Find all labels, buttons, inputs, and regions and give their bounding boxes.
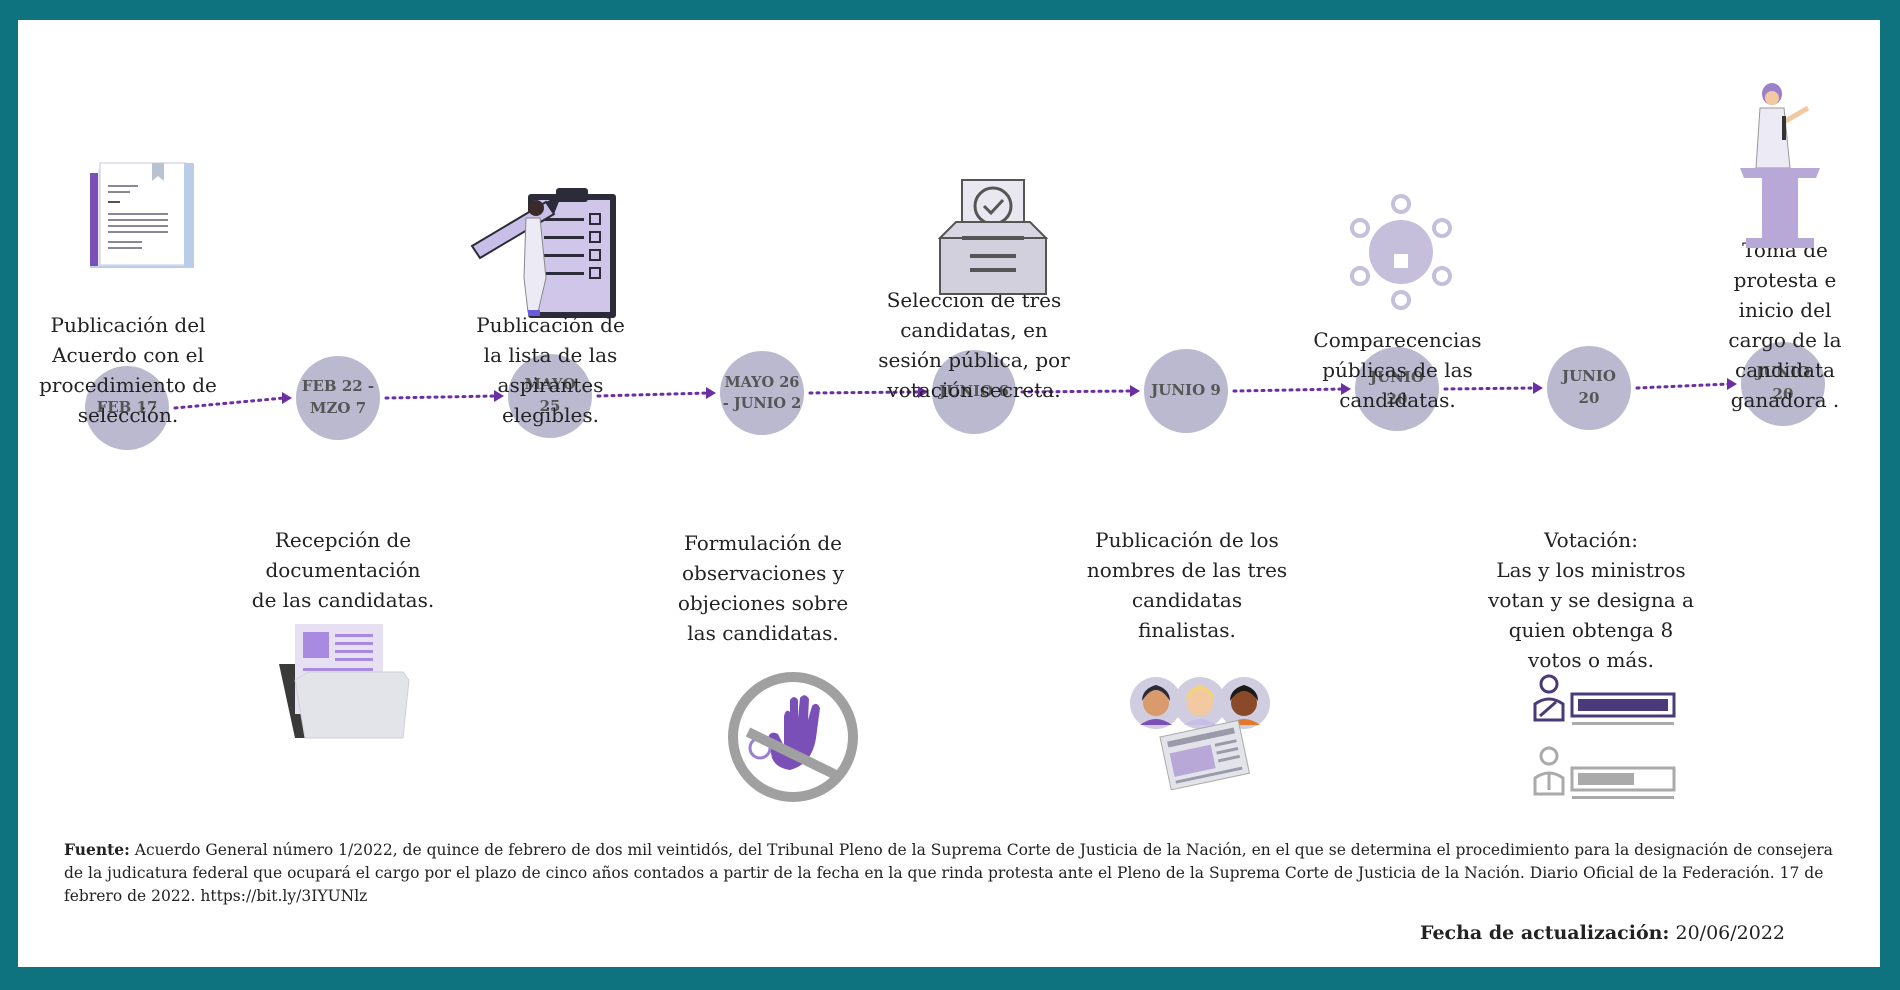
- arrow-head: [282, 392, 292, 404]
- arrow-head: [1130, 385, 1140, 397]
- date-node-2: FEB 22 - MZO 7: [296, 356, 380, 440]
- update-date: Fecha de actualización: 20/06/2022: [1420, 922, 1785, 944]
- step-label-4: Formulación de observaciones y objecione…: [677, 531, 849, 645]
- vote-results-icon: [1533, 674, 1676, 799]
- arrow-head: [1533, 382, 1543, 394]
- timeline-connector: [1635, 382, 1731, 390]
- timeline-connector: [173, 396, 286, 410]
- timeline-connector: [1232, 387, 1345, 393]
- date-node-4: MAYO 26 - JUNIO 2: [720, 351, 804, 435]
- step-label-3: Publicación de la lista de las aspirante…: [476, 313, 625, 427]
- source-note: Fuente: Acuerdo General número 1/2022, d…: [64, 838, 1854, 908]
- document-icon: [90, 162, 194, 268]
- content-panel: FEB 17 FEB 22 - MZO 7 MAYO 25 MAYO 26 - …: [18, 20, 1880, 967]
- podium-speaker-icon: [1740, 83, 1820, 248]
- source-text: Acuerdo General número 1/2022, de quince…: [64, 841, 1833, 905]
- date-node-1: FEB 17: [85, 366, 169, 450]
- timeline-connector: [808, 390, 922, 395]
- step-label-8: Votación: Las y los ministros votan y se…: [1488, 528, 1694, 672]
- finalists-newspaper-icon: [1130, 677, 1270, 791]
- arrow-head: [1341, 383, 1351, 395]
- meeting-table-icon: [1350, 194, 1452, 310]
- step-label-5: Selección de tres candidatas, en sesión …: [878, 288, 1070, 402]
- date-node-7: JUNIO 20: [1355, 347, 1439, 431]
- step-label-6: Publicación de los nombres de las tres c…: [1086, 528, 1288, 642]
- stop-hand-icon: [728, 672, 858, 802]
- update-date-value: 20/06/2022: [1669, 922, 1786, 944]
- arrow-head: [1727, 378, 1737, 390]
- timeline-connector: [1443, 386, 1537, 391]
- date-node-3: MAYO 25: [508, 354, 592, 438]
- folder-icon: [279, 624, 410, 739]
- timeline-connector: [596, 391, 710, 398]
- step-label-7: Comparecencias públicas de las candidata…: [1313, 328, 1482, 412]
- timeline-connector: [384, 394, 498, 400]
- step-label-2: Recepción de documentación de las candid…: [251, 528, 435, 612]
- arrow-head: [706, 387, 716, 399]
- arrow-head: [494, 390, 504, 402]
- ballot-box-icon: [938, 179, 1048, 295]
- date-node-5: JUNIO 6: [932, 350, 1016, 434]
- update-date-label: Fecha de actualización:: [1420, 922, 1670, 944]
- arrow-head: [918, 386, 928, 398]
- date-node-6: JUNIO 9: [1144, 349, 1228, 433]
- date-node-8: JUNIO 20: [1547, 346, 1631, 430]
- timeline-connector: [1020, 389, 1134, 394]
- step-label-9: Toma de protesta e inicio del cargo de l…: [1728, 238, 1842, 412]
- timeline-arrows: [173, 378, 1737, 410]
- clipboard-checklist-icon: [470, 188, 616, 318]
- step-label-1: Publicación del Acuerdo con el procedimi…: [39, 313, 217, 427]
- date-node-9: JUNIO 20: [1741, 342, 1825, 426]
- source-label: Fuente:: [64, 840, 130, 859]
